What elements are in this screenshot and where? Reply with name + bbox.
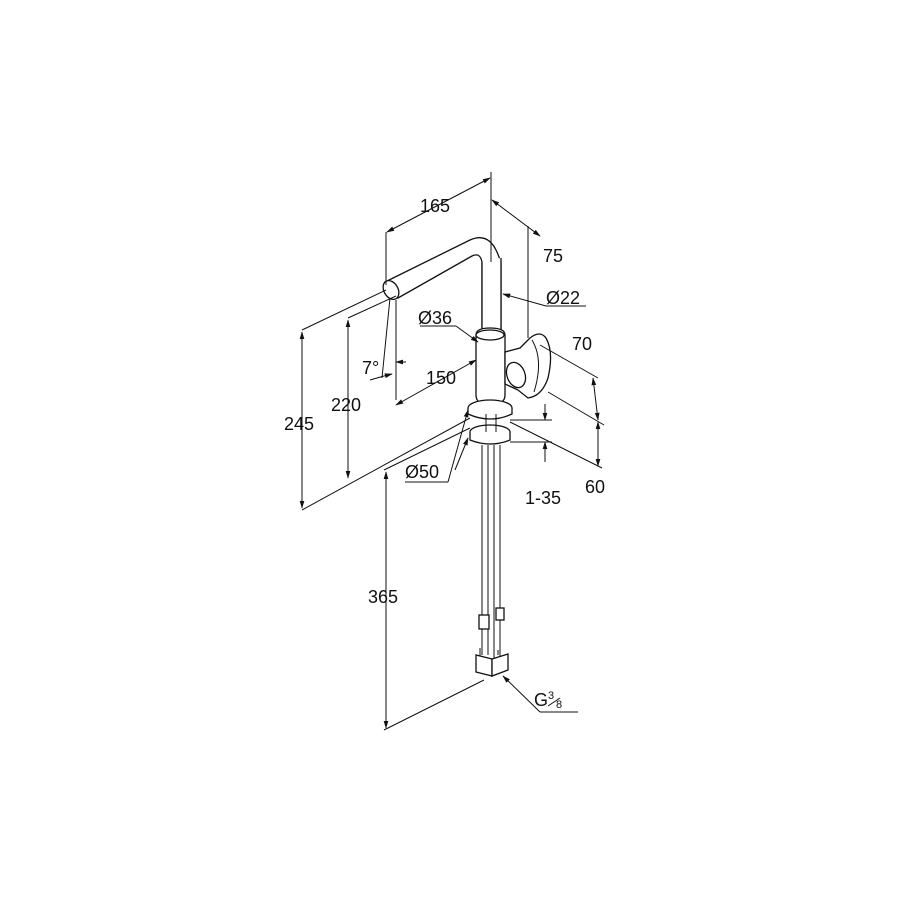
- dimension-d22: Ø22: [502, 288, 586, 308]
- dimension-thread-g38: G 3 8: [502, 675, 578, 713]
- dimension-365: 365: [368, 427, 485, 731]
- label-d36: Ø36: [418, 308, 452, 328]
- label-165: 165: [420, 196, 450, 216]
- label-75: 75: [543, 246, 563, 266]
- label-thread-numerator: 3: [548, 690, 554, 702]
- label-thread-denominator: 8: [556, 699, 562, 711]
- dimension-150: 150: [395, 359, 477, 406]
- dimension-220: 220: [331, 295, 397, 479]
- dimension-75: 75: [491, 199, 563, 338]
- label-245: 245: [284, 414, 314, 434]
- dimension-d36: Ø36: [418, 308, 479, 343]
- label-70: 70: [572, 334, 592, 354]
- faucet-body: [475, 327, 506, 406]
- label-d50: Ø50: [405, 462, 439, 482]
- label-d22: Ø22: [546, 288, 580, 308]
- label-thread-g: G: [534, 690, 548, 710]
- dimension-1-35: 1-35: [510, 404, 561, 508]
- dimension-165: 165: [385, 172, 492, 285]
- mounting-base: [467, 399, 513, 445]
- label-150: 150: [426, 368, 456, 388]
- label-1-35: 1-35: [525, 488, 561, 508]
- faucet-spout: [382, 237, 502, 336]
- dimension-60: 60: [509, 421, 605, 497]
- faucet-handle: [504, 333, 552, 399]
- label-365: 365: [368, 587, 398, 607]
- label-60: 60: [585, 477, 605, 497]
- supply-hoses: [475, 445, 509, 677]
- label-220: 220: [331, 395, 361, 415]
- dimension-angle-7: 7°: [362, 297, 406, 400]
- label-7-degrees: 7°: [362, 358, 379, 378]
- dimension-70: 70: [539, 334, 605, 426]
- dimension-d50: Ø50: [405, 409, 469, 483]
- dimension-245: 245: [284, 289, 471, 511]
